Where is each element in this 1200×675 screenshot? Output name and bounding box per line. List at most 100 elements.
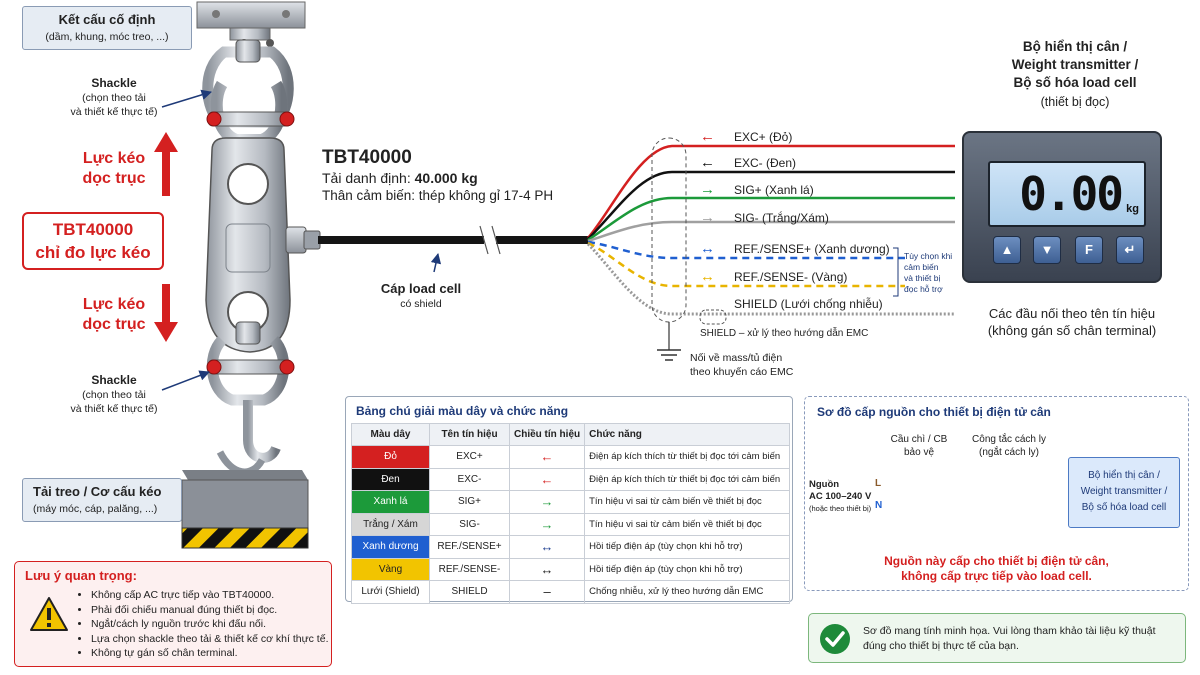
disclaimer: Sơ đồ mang tính minh họa. Vui lòng tham … <box>808 613 1186 663</box>
legend-header-function: Chức năng <box>584 423 791 446</box>
legend-direction-icon: – <box>508 580 586 604</box>
wire-direction-icon: ↔ <box>700 268 715 285</box>
display-heading-line: Bộ hiển thị cân / <box>1022 39 1128 54</box>
indicator-function-button[interactable]: F <box>1075 236 1103 264</box>
legend-function: Điện áp kích thích từ thiết bị đọc tới c… <box>584 467 791 491</box>
line-N: N <box>875 500 883 511</box>
important-item: Không tự gán số chân terminal. <box>91 646 329 661</box>
wire-direction-icon: → <box>700 181 715 198</box>
legend-color-swatch: Lưới (Shield) <box>351 580 430 604</box>
wire-fan <box>586 137 955 361</box>
pull-bottom-line2: dọc trục <box>82 316 146 333</box>
shackle-top-title: Shackle <box>91 76 137 90</box>
legend-color-swatch: Xanh dương <box>351 535 430 559</box>
wire-label: → SIG+ (Xanh lá) <box>700 181 814 198</box>
ground-note-line2: theo khuyến cáo EMC <box>690 366 794 378</box>
wire-label-text: SIG- (Trắng/Xám) <box>734 211 829 225</box>
sensor-rated-prefix: Tải danh định: <box>322 170 415 186</box>
indicator-up-button[interactable]: ▲ <box>993 236 1021 264</box>
legend-signal: REF./SENSE- <box>429 557 510 581</box>
wire-direction-icon: → <box>700 209 715 226</box>
breaker-label: Cầu chì / CB bảo vệ <box>883 433 955 459</box>
optional-note-line: cảm biến <box>904 262 939 272</box>
fixed-structure-title: Kết cấu cố định <box>58 12 156 27</box>
load-cell-body <box>205 137 321 353</box>
load-title: Tải treo / Cơ cấu kéo <box>33 484 162 499</box>
switch-label-line: (ngắt cách ly) <box>978 447 1040 458</box>
indicator-reading: 0.00 <box>1019 167 1124 221</box>
bottom-shackle <box>206 321 295 476</box>
legend-title: Bảng chú giải màu dây và chức năng <box>356 404 569 418</box>
legend-direction-icon: ↔ <box>508 535 586 559</box>
top-shackle <box>202 39 295 146</box>
wire-label: ↔REF./SENSE- (Vàng) <box>700 268 847 285</box>
legend-function: Chống nhiễu, xử lý theo hướng dẫn EMC <box>584 580 791 604</box>
power-source-line: (hoặc theo thiết bị) <box>809 504 872 513</box>
display-heading-line: Bộ số hóa load cell <box>1013 75 1137 90</box>
tbt-badge-line1: TBT40000 <box>52 220 134 239</box>
tbt-badge-line2: chỉ đo lực kéo <box>35 243 151 262</box>
line-L: L <box>875 478 882 489</box>
fixed-structure-label: Kết cấu cố định (dầm, khung, móc treo, .… <box>22 6 192 50</box>
wire-label-text: EXC+ (Đỏ) <box>734 130 793 144</box>
important-item: Không cấp AC trực tiếp vào TBT40000. <box>91 588 329 603</box>
power-target-label: Bộ hiển thị cân / Weight transmitter / B… <box>1069 468 1179 516</box>
power-warning-line: Nguồn này cấp cho thiết bị điện tử cân, <box>884 554 1109 568</box>
power-source-line: Nguồn <box>809 479 840 490</box>
breaker-label-line: Cầu chì / CB <box>890 434 948 445</box>
switch-label-line: Công tắc cách ly <box>972 434 1046 445</box>
legend-signal: EXC- <box>429 467 510 491</box>
important-title: Lưu ý quan trọng: <box>25 568 137 583</box>
wire-label: → SIG- (Trắng/Xám) <box>700 209 829 226</box>
pull-bottom-line1: Lực kéo <box>82 296 146 313</box>
disclaimer-line: đúng cho thiết bị thực tế của bạn. <box>863 640 1019 652</box>
legend-direction-icon: ← <box>508 467 586 491</box>
breaker-label-line: bảo vệ <box>903 447 935 458</box>
wire-label-text: EXC- (Đen) <box>734 156 797 170</box>
wire-label-text: REF./SENSE+ (Xanh dương) <box>734 242 890 256</box>
legend-row: Lưới (Shield)SHIELD–Chống nhiễu, xử lý t… <box>351 580 791 604</box>
cable <box>318 225 588 273</box>
legend-color-swatch: Vàng <box>351 557 430 581</box>
pull-arrow-up <box>154 132 178 196</box>
sensor-rated: Tải danh định: 40.000 kg <box>322 170 478 186</box>
wire-label: ←EXC- (Đen) <box>700 154 796 171</box>
check-icon <box>820 624 850 654</box>
legend-header-direction: Chiều tín hiệu <box>508 423 586 446</box>
legend-table: Màu dây Tên tín hiệu Chiều tín hiệu Chức… <box>351 423 791 604</box>
legend-color-swatch: Đen <box>351 467 430 491</box>
legend-signal: SIG- <box>429 512 510 536</box>
display-heading-sub: (thiết bị đọc) <box>1040 95 1110 109</box>
wire-label: SHIELD (Lưới chống nhiễu) <box>700 297 883 311</box>
legend-header-row: Màu dây Tên tín hiệu Chiều tín hiệu Chức… <box>351 423 791 446</box>
legend-signal: EXC+ <box>429 445 510 469</box>
optional-note: Tùy chọn khi cảm biến và thiết bị đọc hỗ… <box>904 251 952 295</box>
optional-note-line: Tùy chọn khi <box>904 251 953 261</box>
power-source: Nguồn AC 100–240 V (hoặc theo thiết bị) <box>809 479 871 515</box>
shackle-bottom-line2: và thiết kế thực tế) <box>70 403 158 415</box>
legend-signal: REF./SENSE+ <box>429 535 510 559</box>
indicator-down-button[interactable]: ▼ <box>1033 236 1061 264</box>
display-caption: Các đầu nối theo tên tín hiệu (không gán… <box>962 305 1182 339</box>
power-source-line: AC 100–240 V <box>809 491 872 502</box>
legend-signal: SIG+ <box>429 490 510 514</box>
sensor-model: TBT40000 <box>322 147 412 168</box>
wire-label-text: SIG+ (Xanh lá) <box>734 183 814 197</box>
shackle-top-line1: (chọn theo tải <box>82 92 146 104</box>
sensor-rated-value: 40.000 kg <box>414 170 478 186</box>
indicator-enter-button[interactable]: ↵ <box>1116 236 1144 264</box>
important-note: Lưu ý quan trọng: Không cấp AC trực tiếp… <box>14 561 332 667</box>
wire-label: ←EXC+ (Đỏ) <box>700 128 792 145</box>
power-target-device: Bộ hiển thị cân / Weight transmitter / B… <box>1068 457 1180 528</box>
legend-color-swatch: Trắng / Xám <box>351 512 430 536</box>
legend-color-swatch: Xanh lá <box>351 490 430 514</box>
shackle-top-line2: và thiết kế thực tế) <box>70 106 158 118</box>
wire-color-legend: Bảng chú giải màu dây và chức năng Màu d… <box>345 396 793 604</box>
display-heading-line: Weight transmitter / <box>1011 57 1139 72</box>
optional-note-line: đọc hỗ trợ <box>904 284 943 294</box>
power-target-line: Weight transmitter / <box>1080 486 1168 497</box>
